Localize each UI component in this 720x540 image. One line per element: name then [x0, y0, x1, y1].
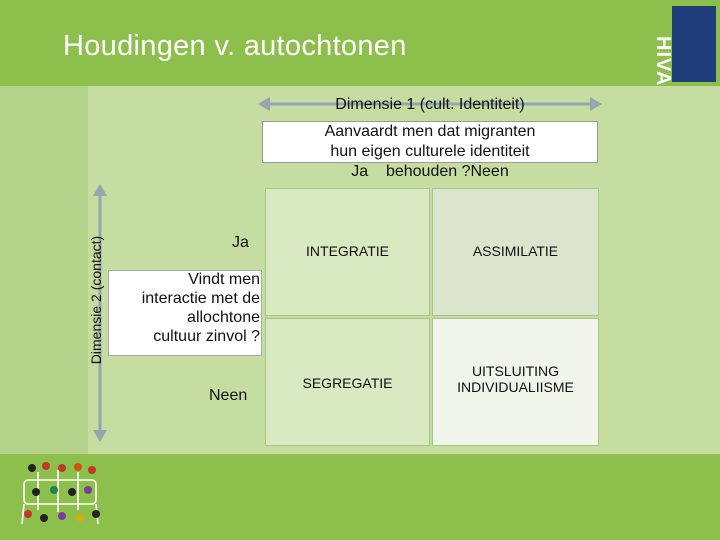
dimension1-arrow [258, 97, 602, 111]
dimension1-question-box [262, 121, 598, 163]
header-bar: Houdingen v. autochtonen HIVA [0, 0, 720, 86]
logo-brand: HIVA [652, 36, 674, 87]
dimension2-arrow [93, 184, 107, 442]
cell-uitsluiting-label: UITSLUITING [471, 363, 560, 379]
slide-title: Houdingen v. autochtonen [63, 30, 407, 62]
cell-segregatie-label: SEGREGATIE [302, 375, 393, 391]
dimension2-question-line4: cultuur zinvol ? [153, 328, 260, 345]
cell-individualisme-label: INDIVIDUALIISME [457, 379, 574, 395]
hiva-logo: HIVA [652, 6, 716, 86]
dimension1-question-line3: Ja behouden ?Neen [351, 163, 509, 180]
dimension2-question: Vindt men interactie met de allochtone c… [100, 270, 260, 346]
dimension1-question: Aanvaardt men dat migranten hun eigen cu… [262, 122, 598, 182]
dimension2-no: Neen [209, 387, 248, 404]
dimension2-question-line1: Vindt men [188, 271, 260, 288]
side-strip [0, 86, 88, 454]
cell-segregatie: SEGREGATIE [265, 318, 430, 446]
cell-integratie: INTEGRATIE [265, 188, 430, 316]
decorative-chairs-icon [21, 462, 100, 525]
dimension2-question-line2: interactie met de [141, 290, 260, 307]
cell-integratie-label: INTEGRATIE [306, 243, 389, 259]
dimension1-label: Dimensie 1 (cult. Identiteit) [335, 96, 525, 113]
dimension1-question-line2: hun eigen culturele identiteit [330, 143, 530, 160]
dimension2-question-box [108, 270, 262, 356]
dimension1-question-line1: Aanvaardt men dat migranten [324, 123, 536, 140]
dimension2-question-line3: allochtone [187, 309, 260, 326]
cell-uitsluiting: UITSLUITING INDIVIDUALIISME [432, 318, 599, 446]
cell-assimilatie-label: ASSIMILATIE [472, 243, 559, 259]
footer-bar [0, 454, 720, 540]
cell-assimilatie: ASSIMILATIE [432, 188, 599, 316]
dimension2-yes: Ja [232, 234, 249, 251]
